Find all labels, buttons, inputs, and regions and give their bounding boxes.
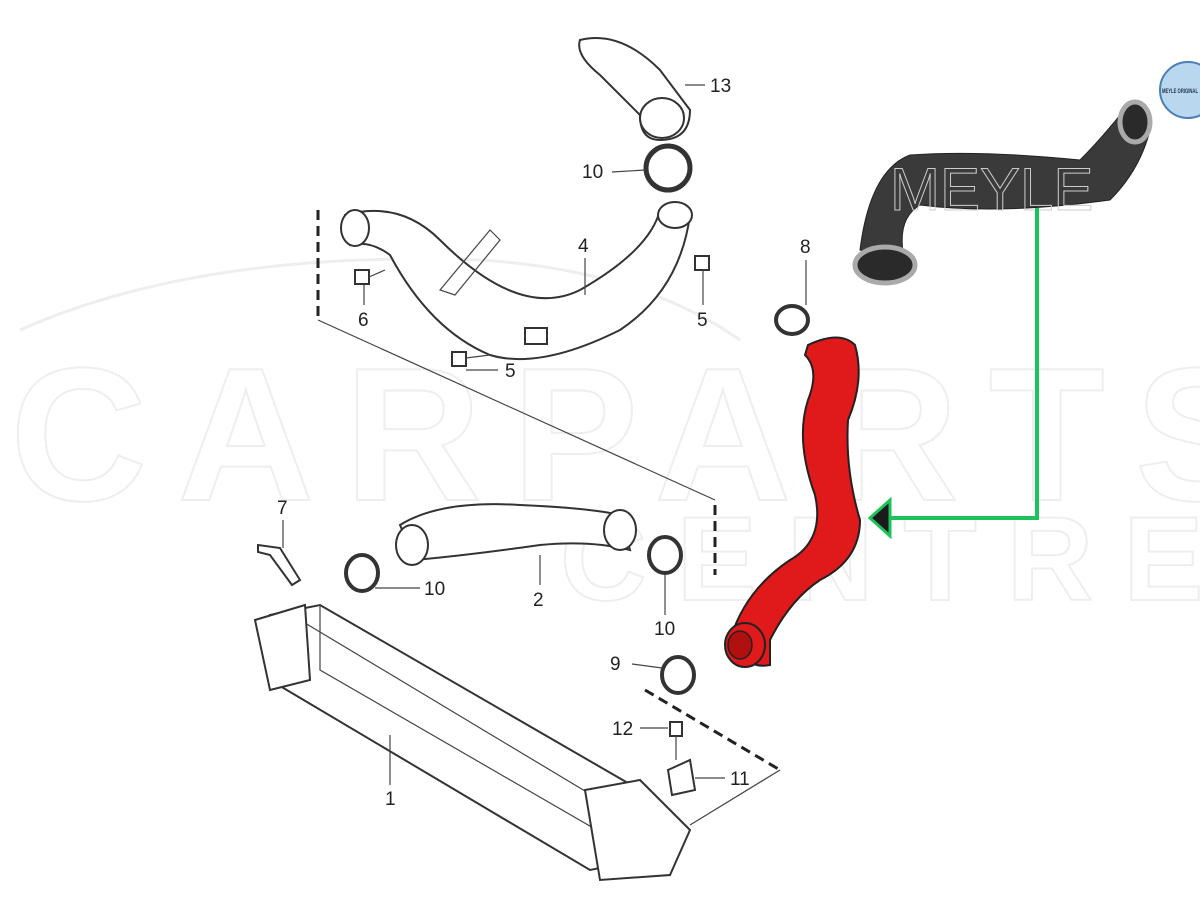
part-10-clamp-right[interactable]: [647, 535, 683, 575]
callout-1: 1: [385, 789, 396, 810]
watermark: CARPARTS CENTRE: [9, 257, 1200, 627]
brand-badge-text: MEYLE ORIGINAL: [1162, 89, 1198, 95]
part-6-bolt[interactable]: [354, 269, 386, 285]
part-2-hose[interactable]: [395, 503, 637, 566]
callout-10-right: 10: [654, 619, 675, 640]
leader-lines: [282, 84, 807, 785]
part-13-hose[interactable]: [578, 37, 692, 142]
meyle-original-badge: MEYLE ORIGINAL: [1159, 61, 1200, 119]
part-5-bolt-bottom[interactable]: [451, 351, 491, 367]
part-1-intercooler[interactable]: [253, 603, 692, 882]
callout-5-bottom: 5: [505, 361, 516, 382]
part-4-pipe[interactable]: [340, 201, 693, 361]
part-10-clamp-top[interactable]: [643, 143, 693, 193]
part-11-bracket[interactable]: [666, 758, 697, 797]
part-10-clamp-left[interactable]: [344, 553, 380, 593]
part-5-bolt-right[interactable]: [694, 255, 710, 271]
part-12-bolt[interactable]: [669, 721, 683, 760]
callout-13: 13: [710, 76, 731, 97]
callout-2: 2: [533, 590, 544, 611]
callout-10-left: 10: [424, 579, 445, 600]
product-watermark: MEYLE: [890, 156, 1093, 223]
svg-text:CARPARTS: CARPARTS: [10, 329, 1200, 541]
product-photo-hose: MEYLE: [852, 99, 1153, 286]
callout-8: 8: [800, 237, 811, 258]
callout-10-top: 10: [582, 162, 603, 183]
callout-9: 9: [610, 654, 621, 675]
highlighted-hose[interactable]: [724, 336, 862, 668]
part-7-strip[interactable]: [257, 543, 302, 587]
callout-11: 11: [730, 769, 750, 790]
callout-5-right: 5: [697, 310, 708, 331]
callout-4: 4: [578, 236, 589, 257]
callout-12: 12: [612, 719, 633, 740]
part-9-clamp[interactable]: [660, 655, 696, 695]
callout-6: 6: [358, 310, 369, 331]
part-8-clamp[interactable]: [774, 304, 810, 336]
callout-7: 7: [277, 498, 288, 519]
pointer-arrow: [867, 208, 1039, 540]
